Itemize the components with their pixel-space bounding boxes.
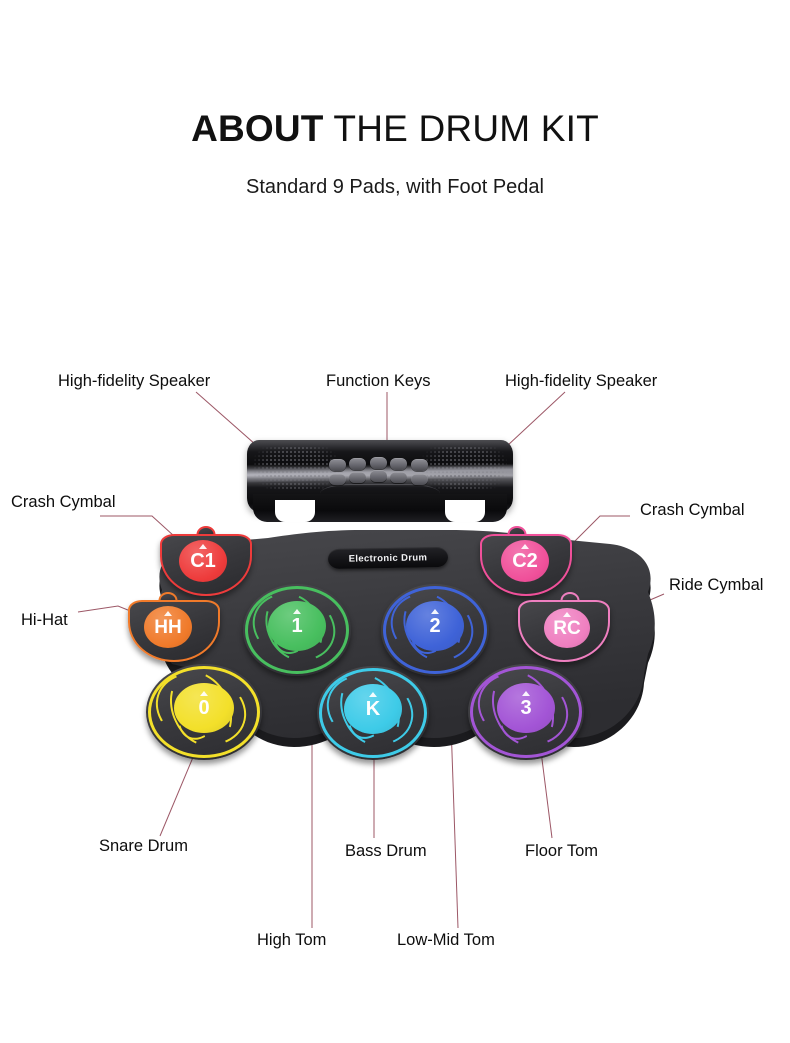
pad-crash-cymbal-1[interactable]: C1 — [160, 526, 252, 596]
pad-outer-ring — [383, 586, 487, 674]
page-title-bold: ABOUT — [191, 108, 324, 149]
pad-outer-ring — [470, 666, 582, 758]
page-title: ABOUT THE DRUM KIT — [0, 108, 790, 150]
unit-leg-gap-right — [445, 500, 485, 522]
callout-label-low-mid-tom: Low-Mid Tom — [397, 931, 495, 949]
function-key[interactable] — [328, 459, 346, 471]
pad-low-mid-tom-core: 2 — [406, 601, 464, 651]
function-key[interactable] — [410, 459, 428, 471]
callout-label-high-tom: High Tom — [257, 931, 327, 949]
callout-label-bass: Bass Drum — [345, 842, 427, 860]
pad-outer-ring — [245, 586, 349, 674]
callout-label-floor-tom: Floor Tom — [525, 842, 599, 860]
pad-snare-drum-core: 0 — [174, 683, 234, 733]
pad-ride-cymbal-core: RC — [544, 608, 590, 648]
function-key[interactable] — [349, 471, 366, 484]
function-key[interactable] — [328, 473, 346, 486]
function-key[interactable] — [410, 473, 428, 486]
page-title-rest: THE DRUM KIT — [323, 108, 599, 149]
callout-label-function-keys: Function Keys — [326, 372, 431, 390]
pad-high-tom-core: 1 — [268, 601, 326, 651]
pad-outer-ring — [319, 668, 427, 758]
pad-floor-tom[interactable]: 3 — [468, 660, 584, 760]
pad-hi-hat-label: HH — [154, 616, 182, 638]
unit-leg-gap-left — [275, 500, 315, 522]
pad-high-tom-label: 1 — [291, 615, 303, 637]
callout-label-crash-right: Crash Cymbal — [640, 501, 745, 519]
pad-hi-hat[interactable]: HH — [128, 592, 220, 662]
pad-bass-drum-core: K — [344, 684, 402, 734]
pad-ride-cymbal-label: RC — [553, 617, 581, 639]
pad-crash-cymbal-2-core: C2 — [501, 540, 549, 582]
brand-badge: Electronic Drum — [327, 546, 449, 570]
callout-label-speaker-left: High-fidelity Speaker — [58, 372, 211, 390]
pad-outer-ring — [148, 666, 260, 758]
callout-label-hi-hat: Hi-Hat — [21, 611, 68, 629]
control-unit — [247, 440, 513, 522]
callout-label-speaker-right: High-fidelity Speaker — [505, 372, 658, 390]
pad-low-mid-tom[interactable]: 2 — [381, 581, 489, 676]
pad-crash-cymbal-2[interactable]: C2 — [480, 526, 572, 596]
pad-low-mid-tom-label: 2 — [429, 615, 441, 637]
pad-snare-drum[interactable]: 0 — [146, 660, 262, 760]
function-key[interactable] — [369, 457, 387, 469]
pad-crash-cymbal-1-label: C1 — [190, 550, 216, 572]
pad-crash-cymbal-1-core: C1 — [179, 540, 227, 582]
function-key[interactable] — [369, 470, 387, 482]
pad-high-tom[interactable]: 1 — [243, 581, 351, 676]
pad-ride-cymbal[interactable]: RC — [518, 592, 610, 662]
pad-snare-drum-label: 0 — [198, 697, 210, 719]
unit-arc-line — [320, 484, 440, 503]
pad-floor-tom-label: 3 — [520, 697, 532, 719]
function-key[interactable] — [349, 458, 366, 470]
pad-bass-drum-label: K — [365, 698, 381, 720]
function-keys-keypad[interactable] — [328, 457, 432, 487]
pad-bass-drum[interactable]: K — [317, 663, 429, 760]
pad-floor-tom-core: 3 — [497, 683, 555, 733]
callout-label-snare: Snare Drum — [99, 837, 188, 855]
function-key[interactable] — [390, 458, 407, 470]
callout-label-crash-left: Crash Cymbal — [11, 493, 116, 511]
page-subtitle: Standard 9 Pads, with Foot Pedal — [246, 176, 544, 198]
callout-label-ride: Ride Cymbal — [669, 576, 764, 594]
pad-crash-cymbal-2-label: C2 — [512, 550, 538, 572]
pad-hi-hat-core: HH — [144, 606, 192, 648]
function-key[interactable] — [390, 471, 407, 484]
